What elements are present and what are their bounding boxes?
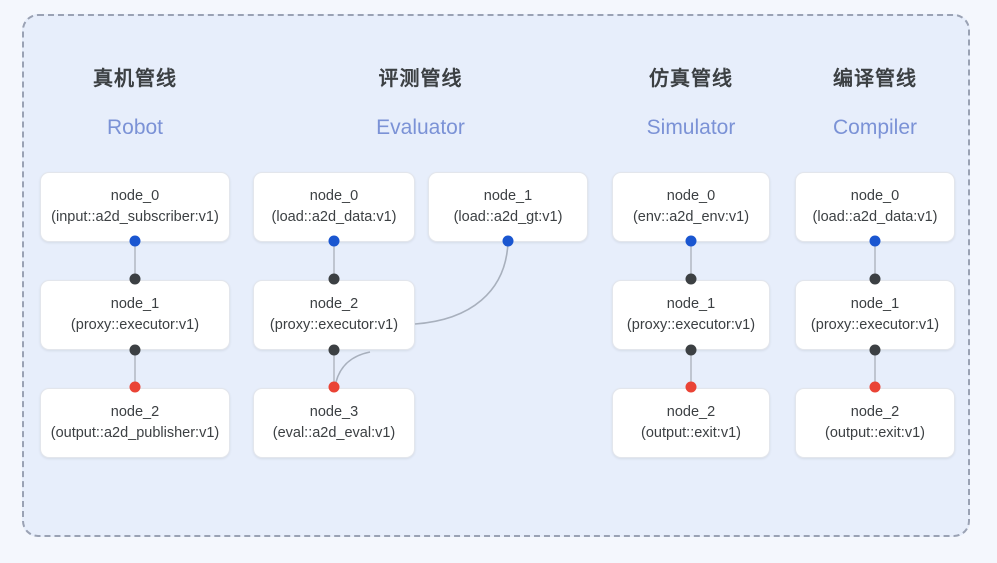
- node-id: node_0: [309, 188, 359, 204]
- node-id: node_3: [309, 404, 359, 420]
- node-card-robot-0[interactable]: node_0 (input::a2d_subscriber:v1): [40, 172, 230, 242]
- edge-compiler-1-2: [874, 349, 876, 388]
- port-output-simulator-0[interactable]: [685, 235, 697, 247]
- node-id: node_0: [850, 188, 900, 204]
- node-card-compiler-0[interactable]: node_0 (load::a2d_data:v1): [795, 172, 955, 242]
- port-output-compiler-0[interactable]: [869, 235, 881, 247]
- node-type: (load::a2d_gt:v1): [453, 209, 563, 225]
- column-title-cn-evaluator: 评测管线: [378, 68, 463, 90]
- pipeline-column-evaluator: 评测管线 Evaluator: [253, 62, 588, 172]
- edge-simulator-1-2: [690, 349, 692, 388]
- column-title-cn-robot: 真机管线: [93, 68, 177, 90]
- port-output-robot-1[interactable]: [129, 344, 141, 356]
- node-id: node_2: [110, 404, 160, 420]
- port-input-simulator-2[interactable]: [685, 381, 697, 393]
- node-id: node_0: [666, 188, 716, 204]
- edge-simulator-0-1: [690, 241, 692, 280]
- node-id: node_1: [110, 296, 160, 312]
- port-output-compiler-1[interactable]: [869, 344, 881, 356]
- node-type: (input::a2d_subscriber:v1): [51, 209, 219, 225]
- node-card-simulator-0[interactable]: node_0 (env::a2d_env:v1): [612, 172, 770, 242]
- port-input-compiler-2[interactable]: [869, 381, 881, 393]
- node-card-compiler-2[interactable]: node_2 (output::exit:v1): [795, 388, 955, 458]
- port-output-evaluator-1[interactable]: [502, 235, 514, 247]
- port-output-robot-0[interactable]: [129, 235, 141, 247]
- node-type: (proxy::executor:v1): [626, 317, 756, 333]
- node-type: (output::exit:v1): [825, 425, 925, 441]
- node-type: (proxy::executor:v1): [810, 317, 940, 333]
- port-input-robot-1[interactable]: [129, 273, 141, 285]
- column-title-cn-compiler: 编译管线: [833, 68, 917, 90]
- node-type: (load::a2d_data:v1): [812, 209, 938, 225]
- node-card-simulator-2[interactable]: node_2 (output::exit:v1): [612, 388, 770, 458]
- port-output-evaluator-0[interactable]: [328, 235, 340, 247]
- port-output-simulator-1[interactable]: [685, 344, 697, 356]
- pipeline-column-compiler: 编译管线 Compiler: [795, 62, 955, 172]
- edge-robot-0-1: [134, 241, 136, 280]
- pipeline-column-simulator: 仿真管线 Simulator: [612, 62, 770, 172]
- node-type: (load::a2d_data:v1): [271, 209, 397, 225]
- edge-evaluator-0-2: [333, 241, 335, 280]
- node-card-evaluator-2[interactable]: node_2 (proxy::executor:v1): [253, 280, 415, 350]
- node-id: node_1: [483, 188, 533, 204]
- node-card-simulator-1[interactable]: node_1 (proxy::executor:v1): [612, 280, 770, 350]
- node-id: node_1: [666, 296, 716, 312]
- node-type: (eval::a2d_eval:v1): [272, 425, 396, 441]
- node-id: node_0: [110, 188, 160, 204]
- column-title-en-simulator: Simulator: [646, 116, 736, 139]
- port-input-simulator-1[interactable]: [685, 273, 697, 285]
- edge-robot-1-2: [134, 349, 136, 388]
- node-card-evaluator-3[interactable]: node_3 (eval::a2d_eval:v1): [253, 388, 415, 458]
- column-title-en-robot: Robot: [106, 116, 164, 139]
- port-input-compiler-1[interactable]: [869, 273, 881, 285]
- node-card-compiler-1[interactable]: node_1 (proxy::executor:v1): [795, 280, 955, 350]
- node-type: (output::exit:v1): [641, 425, 741, 441]
- port-output-evaluator-2[interactable]: [328, 344, 340, 356]
- node-card-robot-2[interactable]: node_2 (output::a2d_publisher:v1): [40, 388, 230, 458]
- node-id: node_1: [850, 296, 900, 312]
- node-card-robot-1[interactable]: node_1 (proxy::executor:v1): [40, 280, 230, 350]
- pipeline-column-robot: 真机管线 Robot: [40, 62, 230, 172]
- port-input-evaluator-2[interactable]: [328, 273, 340, 285]
- node-card-evaluator-0[interactable]: node_0 (load::a2d_data:v1): [253, 172, 415, 242]
- node-id: node_2: [850, 404, 900, 420]
- node-card-evaluator-1[interactable]: node_1 (load::a2d_gt:v1): [428, 172, 588, 242]
- column-title-en-evaluator: Evaluator: [376, 116, 465, 139]
- node-type: (proxy::executor:v1): [269, 317, 399, 333]
- edge-compiler-0-1: [874, 241, 876, 280]
- node-type: (proxy::executor:v1): [70, 317, 200, 333]
- node-id: node_2: [666, 404, 716, 420]
- port-input-evaluator-3[interactable]: [328, 381, 340, 393]
- node-type: (output::a2d_publisher:v1): [50, 425, 220, 441]
- port-input-robot-2[interactable]: [129, 381, 141, 393]
- column-title-en-compiler: Compiler: [832, 116, 918, 139]
- edge-evaluator-2-3: [333, 349, 335, 388]
- column-title-cn-simulator: 仿真管线: [649, 68, 733, 90]
- node-id: node_2: [309, 296, 359, 312]
- node-type: (env::a2d_env:v1): [632, 209, 750, 225]
